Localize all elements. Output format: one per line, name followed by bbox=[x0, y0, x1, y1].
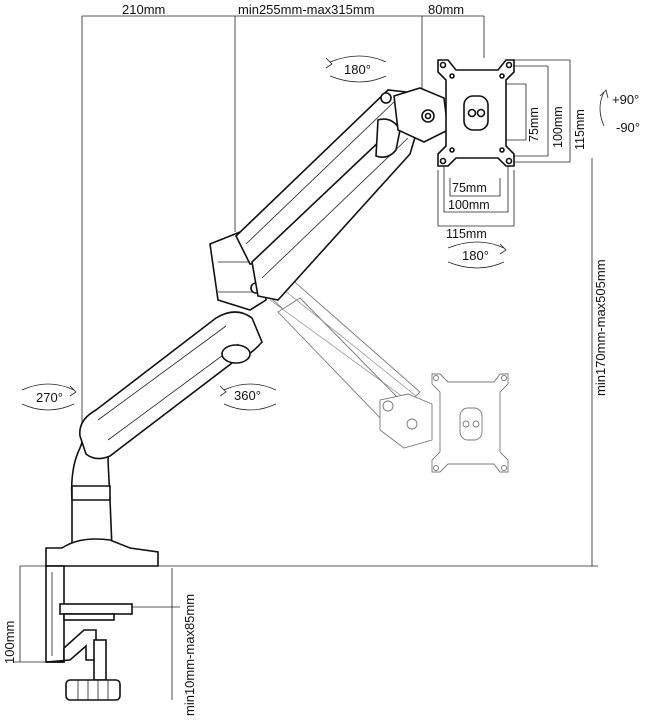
dim-clamp-thickness: min10mm-max85mm bbox=[182, 594, 197, 716]
dim-clamp-height: 100mm bbox=[2, 621, 17, 664]
rotation-head-bottom: 180° bbox=[462, 248, 489, 263]
vesa-v75: 75mm bbox=[527, 107, 541, 142]
vesa-h100: 100mm bbox=[448, 198, 490, 212]
vesa-v100: 100mm bbox=[551, 106, 565, 148]
vesa-h115: 115mm bbox=[446, 227, 487, 241]
rotation-base-icon bbox=[21, 383, 77, 411]
rotation-base: 270° bbox=[36, 390, 63, 405]
rotation-head-top: 180° bbox=[344, 62, 371, 77]
tilt-down: -90° bbox=[616, 120, 640, 135]
tilt-up: +90° bbox=[612, 92, 639, 107]
dim-reach-arm: min255mm-max315mm bbox=[238, 2, 375, 17]
arm-main bbox=[70, 87, 449, 549]
dim-reach-base: 210mm bbox=[122, 2, 165, 17]
vesa-plate bbox=[437, 59, 515, 167]
dimension-lines bbox=[14, 15, 598, 700]
arm-ghost-position bbox=[261, 275, 509, 473]
dim-height-range: min170mm-max505mm bbox=[593, 259, 608, 396]
dim-reach-head: 80mm bbox=[428, 2, 464, 17]
rotation-head-top-icon bbox=[325, 55, 387, 83]
desk-clamp bbox=[45, 538, 159, 701]
rotation-arm-icon bbox=[219, 383, 277, 411]
vesa-h75: 75mm bbox=[452, 181, 487, 195]
rotation-arm: 360° bbox=[234, 388, 261, 403]
vesa-v115: 115mm bbox=[573, 109, 587, 150]
rotation-head-bottom-icon bbox=[447, 241, 507, 269]
tilt-icon bbox=[599, 89, 609, 127]
